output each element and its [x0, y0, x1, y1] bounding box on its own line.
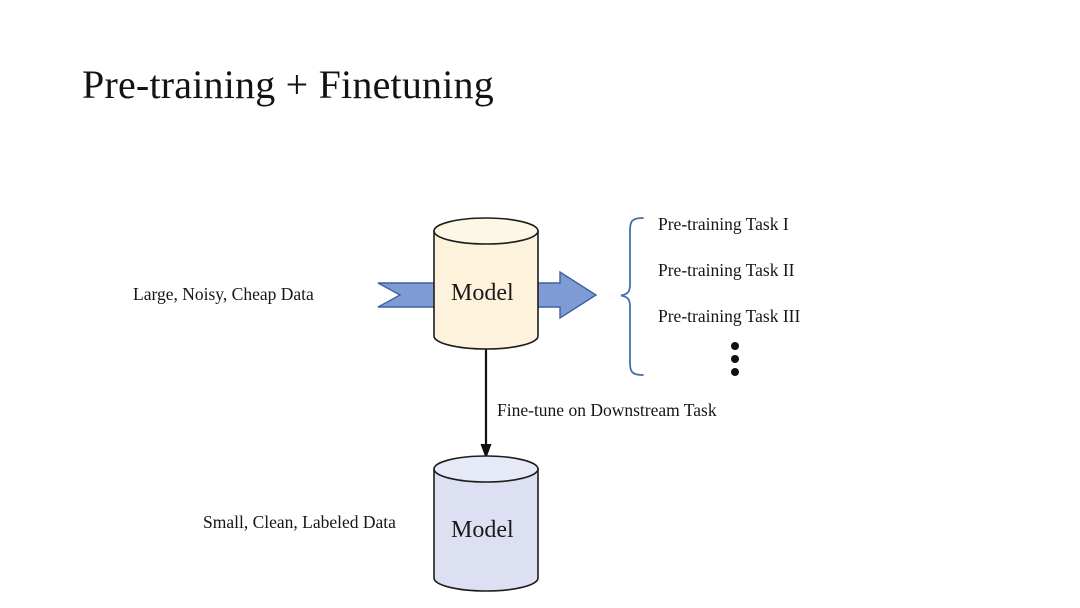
tasks-curly-brace	[620, 217, 644, 376]
page-title: Pre-training + Finetuning	[82, 62, 494, 107]
pretrain-model-label: Model	[451, 280, 514, 306]
pretrain-task-item-2: Pre-training Task II	[658, 260, 795, 280]
downstream-data-label: Small, Clean, Labeled Data	[203, 512, 396, 532]
pretrain-model-cylinder	[433, 217, 539, 350]
vertical-ellipsis-icon	[731, 342, 739, 376]
finetuned-model-cylinder	[433, 455, 539, 592]
finetuned-model-label: Model	[451, 517, 514, 543]
finetune-arrow-label: Fine-tune on Downstream Task	[497, 400, 717, 420]
pretrain-task-item-1: Pre-training Task I	[658, 214, 789, 234]
finetune-arrow	[480, 349, 492, 459]
input-data-label: Large, Noisy, Cheap Data	[133, 284, 314, 304]
pretrain-task-item-3: Pre-training Task III	[658, 306, 801, 326]
